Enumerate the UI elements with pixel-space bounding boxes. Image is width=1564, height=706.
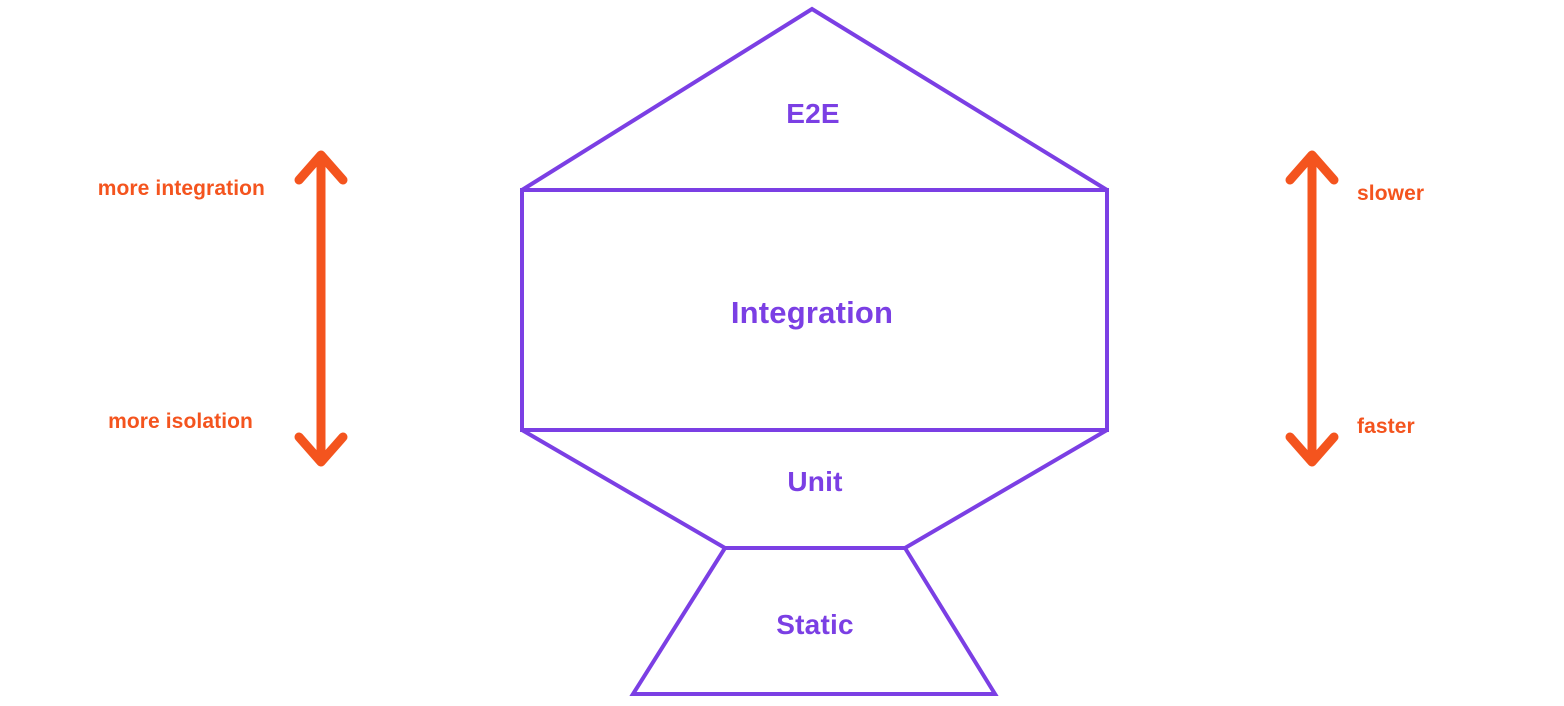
right-axis-top-label: slower <box>1357 182 1425 205</box>
left-axis-top-label: more integration <box>97 177 265 200</box>
unit-shape <box>520 428 1109 550</box>
left-axis-down-arrow-icon <box>294 300 348 467</box>
layer-label-unit: Unit <box>787 466 843 497</box>
static-shape <box>629 546 999 696</box>
left-axis-up-arrow-icon <box>294 150 348 300</box>
layer-label-static: Static <box>776 609 854 640</box>
e2e-shape <box>520 6 1109 192</box>
right-axis-up-arrow-icon <box>1285 150 1339 300</box>
right-axis-down-arrow-icon <box>1285 300 1339 467</box>
left-axis-bottom-label: more isolation <box>108 410 253 433</box>
right-axis-bottom-label: faster <box>1357 415 1415 438</box>
integration-shape <box>520 188 1109 432</box>
layer-label-integration: Integration <box>730 295 894 330</box>
layer-label-e2e: E2E <box>786 98 840 129</box>
